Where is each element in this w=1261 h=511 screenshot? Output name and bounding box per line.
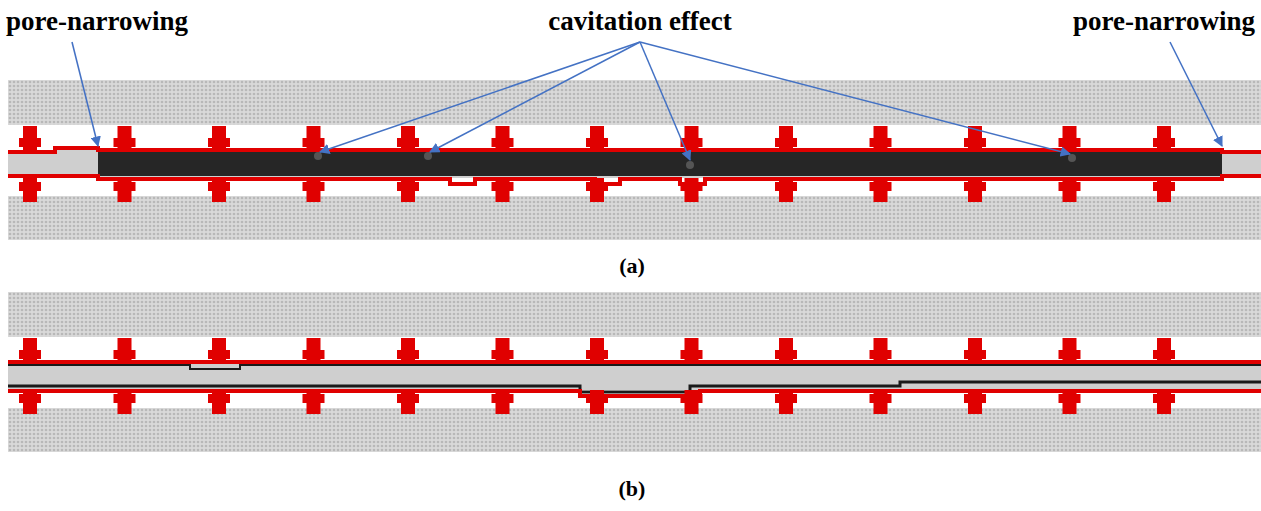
pillar [208,394,230,403]
pillar [775,350,797,359]
pore-fluid [8,150,1261,178]
cavity [1068,154,1076,162]
pillar [870,394,892,403]
annotation-label: pore-narrowing [1073,8,1255,35]
pillar [492,350,514,359]
panel-label: (b) [619,478,646,500]
pillar [775,182,797,191]
panel-a [8,80,1261,240]
pillar [492,182,514,191]
pillar [492,138,514,147]
pillar [1153,138,1175,147]
pillar [870,138,892,147]
lower-slab [8,196,1261,240]
leader-lines [72,42,1222,160]
pillar [870,182,892,191]
pillar [303,394,325,403]
wall-pillars [19,126,1175,414]
pillar [586,394,608,403]
pillar [775,394,797,403]
pillar [208,182,230,191]
pillar [19,350,41,359]
pillar [1059,182,1081,191]
pillar [114,350,136,359]
leader-line [72,42,98,146]
adsorbed-layer [8,365,1261,369]
pillar [681,182,703,191]
pillar [586,182,608,191]
pillar [492,394,514,403]
pillar [19,394,41,403]
pillar [19,138,41,147]
leader-line [320,42,640,152]
leader-line [430,42,640,152]
pillar [964,350,986,359]
pillar [208,138,230,147]
pillar [303,138,325,147]
pillar [1059,394,1081,403]
pillar [1153,394,1175,403]
pillar [114,182,136,191]
pillar [114,138,136,147]
pillar [1153,350,1175,359]
pillar [397,138,419,147]
leader-line [640,42,1070,154]
pillar [586,350,608,359]
pillar [964,394,986,403]
annotation-label: pore-narrowing [6,8,188,35]
pillar [681,394,703,403]
pillar [397,350,419,359]
dense-fluid [98,150,1222,176]
pillar [1153,182,1175,191]
lower-slab [8,408,1261,452]
pillar [114,394,136,403]
pillar [586,138,608,147]
pillar [681,350,703,359]
upper-slab [8,80,1261,125]
pillar [397,182,419,191]
pillar [303,350,325,359]
pillar [964,138,986,147]
pillar [870,350,892,359]
pillar [1059,350,1081,359]
annotation-label: cavitation effect [548,8,732,35]
cavity [424,152,432,160]
pillar [303,182,325,191]
cavity [314,152,322,160]
upper-slab [8,292,1261,337]
pillar [397,394,419,403]
panel-label: (a) [619,255,645,277]
cavity [686,161,694,169]
pillar [208,350,230,359]
leader-line [1170,42,1222,146]
leader-line [640,42,690,160]
pillar [19,182,41,191]
pillar [964,182,986,191]
panel-b [8,292,1261,452]
pillar [775,138,797,147]
pillar [1059,138,1081,147]
